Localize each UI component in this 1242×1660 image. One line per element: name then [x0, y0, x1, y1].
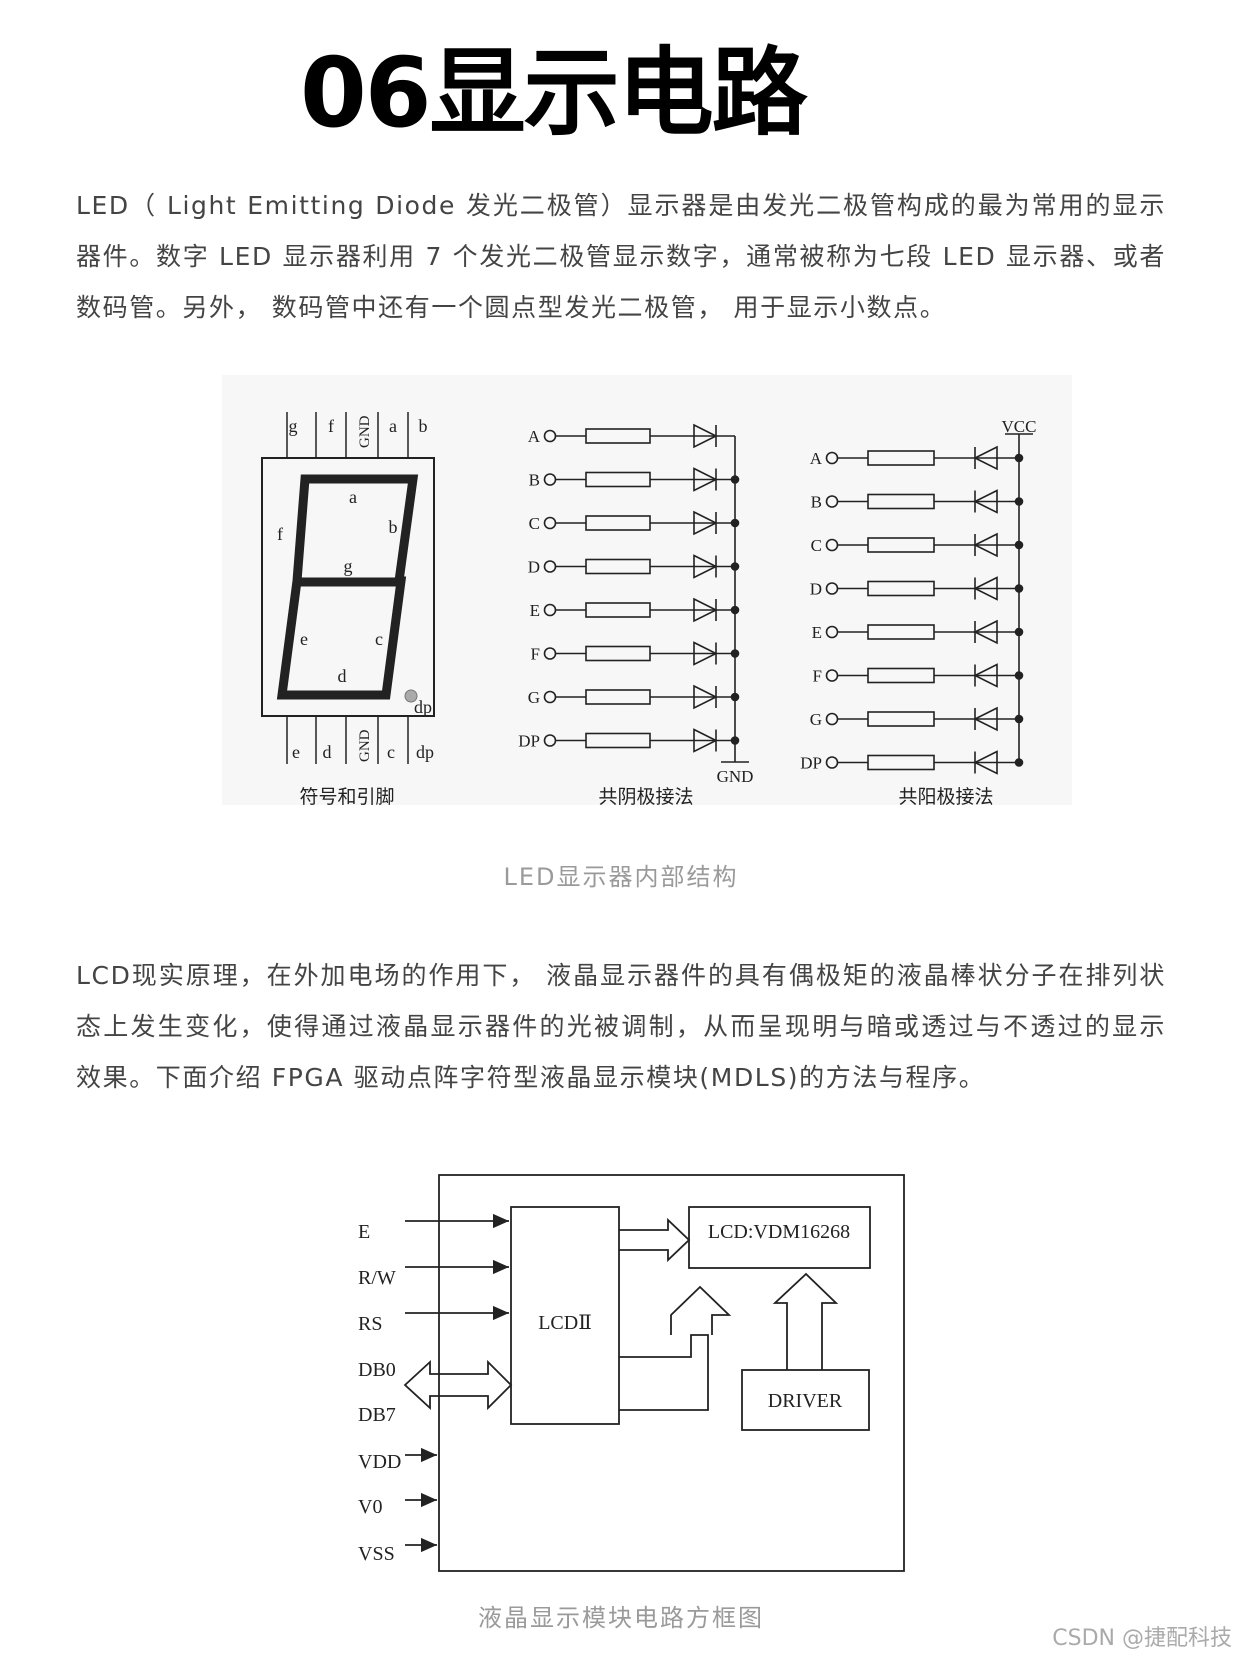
diode-row: A: [810, 445, 1024, 471]
input-label: G: [528, 688, 540, 707]
input-terminal: [825, 756, 839, 769]
input-label: E: [812, 623, 822, 642]
segment-label: dp: [414, 697, 432, 717]
seven-segment-symbol: [261, 412, 435, 764]
led-paragraph: LED（ Light Emitting Diode 发光二极管）显示器是由发光二…: [76, 191, 1166, 322]
diode-row: F: [813, 663, 1024, 688]
input-terminal: [543, 560, 557, 573]
input-label: D: [810, 580, 822, 599]
input-label: B: [811, 493, 822, 512]
input-label: C: [811, 536, 822, 555]
bottom-pin-label: dp: [416, 742, 434, 762]
bottom-pin-label: GND: [357, 729, 373, 762]
input-label: A: [528, 427, 541, 446]
segment-label: g: [344, 556, 353, 576]
input-label: A: [810, 449, 823, 468]
input-label: G: [810, 710, 822, 729]
figure1-caption: LED显示器内部结构: [503, 863, 739, 891]
common-cathode-circuit: A B C D E F G DP: [518, 423, 749, 763]
diode-row: B: [811, 489, 1024, 514]
input-terminal: [543, 429, 557, 443]
segment-label: f: [277, 524, 283, 544]
input-terminal: [543, 647, 557, 660]
bottom-pin-label: e: [292, 742, 300, 762]
input-label: B: [529, 471, 540, 490]
input-terminal: [825, 538, 839, 552]
diode: [693, 641, 718, 666]
diode: [693, 423, 718, 449]
input-label: DP: [518, 732, 540, 751]
input-label: F: [531, 645, 540, 664]
diode: [973, 532, 998, 558]
input-label: F: [813, 667, 822, 686]
input-terminal: [543, 603, 557, 617]
diode-row: DP: [800, 750, 1024, 775]
input-terminal: [825, 712, 839, 726]
input-label: D: [528, 558, 540, 577]
diode-row: D: [810, 576, 1024, 601]
input-terminal: [543, 690, 557, 704]
top-pin-label: g: [289, 416, 298, 436]
diode: [973, 445, 998, 471]
diode-row: A: [528, 423, 735, 449]
seven-segment-labels: g f GND a b e d GND c dp a b f g e c d d…: [277, 415, 434, 808]
bottom-pin-label: c: [387, 742, 395, 762]
diode: [973, 619, 998, 645]
diode: [693, 510, 718, 536]
lcd-paragraph: LCD现实原理，在外加电场的作用下， 液晶显示器件的具有偶极矩的液晶棒状分子在排…: [76, 961, 1166, 1092]
input-terminal: [543, 734, 557, 747]
input-terminal: [543, 516, 557, 530]
input-label: C: [529, 514, 540, 533]
gnd-label: GND: [717, 767, 754, 786]
diode: [973, 663, 998, 688]
vcc-label: VCC: [1002, 417, 1037, 436]
input-terminal: [825, 582, 839, 595]
diode: [693, 728, 718, 753]
diode-row: C: [811, 532, 1024, 558]
segment-label: e: [300, 629, 308, 649]
dp-dot: [404, 689, 418, 703]
input-terminal: [543, 473, 557, 486]
figure1-background: [222, 375, 1072, 805]
segment-label: d: [338, 666, 347, 686]
sub-caption-anode: 共阳极接法: [898, 786, 993, 808]
input-label: E: [530, 601, 540, 620]
input-terminal: [825, 669, 839, 682]
page-title: 06显示电路: [300, 37, 808, 149]
top-pin-label: b: [419, 416, 428, 436]
input-label: DP: [800, 754, 822, 773]
diode: [973, 489, 998, 514]
diode: [973, 706, 998, 732]
segment-outline: [276, 474, 419, 700]
segment-label: a: [349, 487, 357, 507]
watermark: CSDN @捷配科技: [1052, 1626, 1232, 1651]
top-pin-label: a: [389, 416, 397, 436]
top-pin-label: f: [328, 416, 334, 436]
input-terminal: [825, 625, 839, 639]
diode-row: D: [528, 554, 740, 579]
diode: [693, 597, 718, 623]
diode-row: B: [529, 467, 740, 492]
common-anode-circuit: A B C D E F G DP: [800, 433, 1033, 775]
diode-row: E: [530, 597, 740, 623]
segment-label: b: [389, 517, 398, 537]
diode: [693, 467, 718, 492]
diode: [693, 554, 718, 579]
segment-label: c: [375, 629, 383, 649]
diode: [693, 684, 718, 710]
figure2-caption: 液晶显示模块电路方框图: [478, 1604, 764, 1632]
diode: [973, 750, 998, 775]
diode-row: C: [529, 510, 740, 536]
diode: [973, 576, 998, 601]
input-terminal: [825, 451, 839, 465]
sub-caption-cathode: 共阴极接法: [598, 786, 693, 808]
sub-caption-symbol: 符号和引脚: [299, 786, 394, 808]
top-pin-label: GND: [357, 415, 373, 448]
bottom-pin-label: d: [323, 742, 332, 762]
display-body: [261, 457, 435, 717]
input-terminal: [825, 495, 839, 508]
